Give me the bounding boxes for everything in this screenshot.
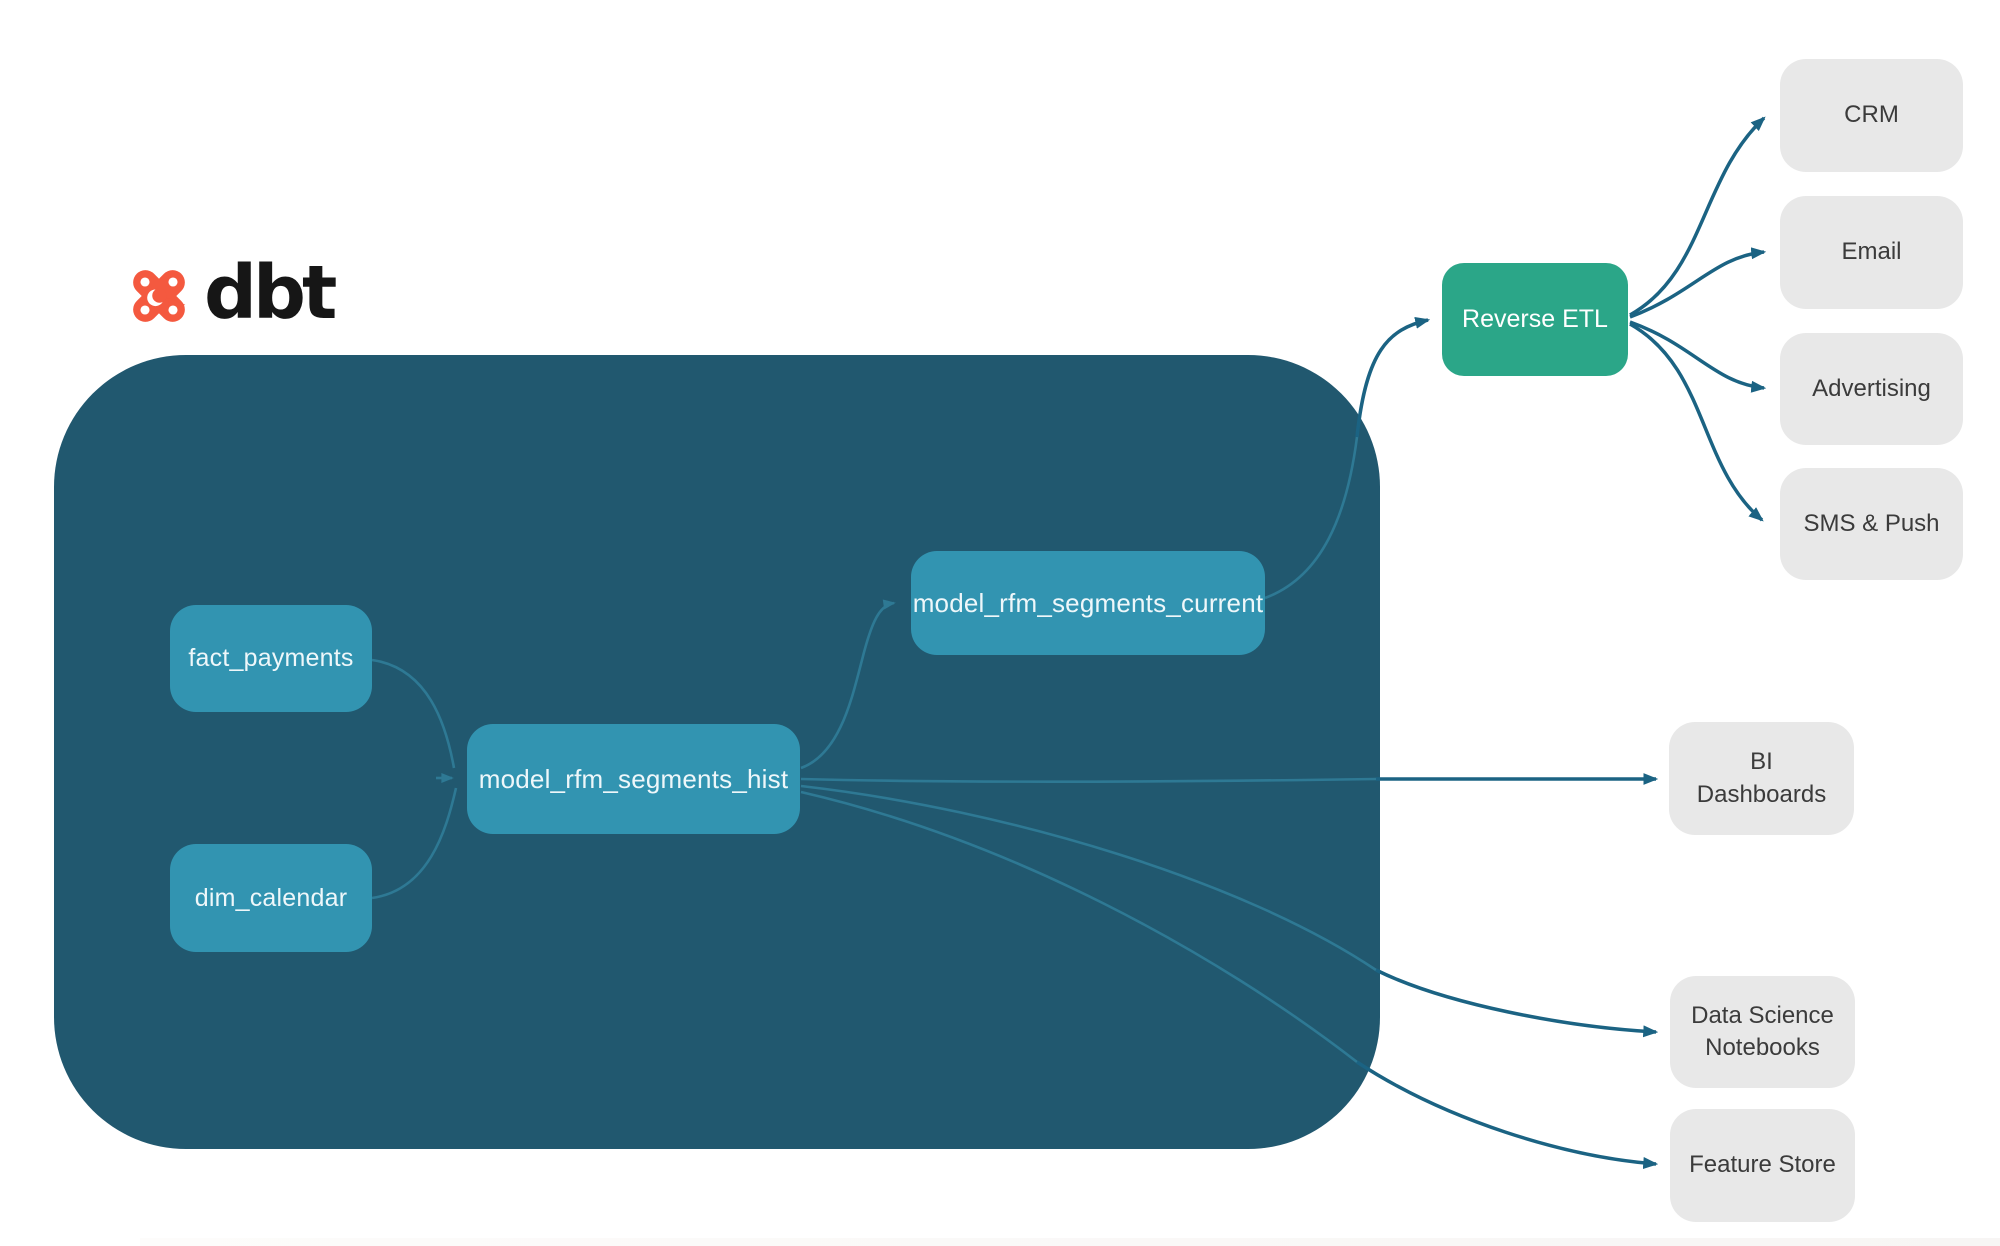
node-label: Feature Store xyxy=(1689,1151,1836,1179)
node-label: fact_payments xyxy=(188,644,354,672)
node-model-rfm-segments-hist: model_rfm_segments_hist xyxy=(467,724,800,834)
edge-current-to-reverse-etl xyxy=(1355,316,1431,438)
node-data-science-notebooks: Data Science Notebooks xyxy=(1670,976,1855,1088)
node-advertising: Advertising xyxy=(1780,333,1963,445)
node-label: Advertising xyxy=(1812,374,1931,402)
edge-reverse-etl-to-email xyxy=(1629,247,1767,319)
node-fact-payments: fact_payments xyxy=(170,605,372,712)
node-crm: CRM xyxy=(1780,59,1963,172)
node-label: model_rfm_segments_hist xyxy=(478,763,789,794)
bottom-edge-strip xyxy=(140,1238,2000,1246)
node-label: BI Dashboards xyxy=(1696,748,1827,808)
node-label: Email xyxy=(1841,238,1902,266)
node-email: Email xyxy=(1780,196,1963,309)
node-label: Data Science Notebooks xyxy=(1691,1001,1834,1061)
edge-reverse-etl-to-advertising xyxy=(1629,320,1767,393)
node-model-rfm-segments-current: model_rfm_segments_current xyxy=(911,551,1265,655)
dbt-wordmark: dbt xyxy=(204,250,337,336)
node-label: Reverse ETL xyxy=(1462,305,1608,333)
edge-reverse-etl-to-crm xyxy=(1629,116,1766,317)
node-sms-push: SMS & Push xyxy=(1780,468,1963,580)
node-dim-calendar: dim_calendar xyxy=(170,844,372,952)
node-feature-store: Feature Store xyxy=(1670,1109,1855,1222)
node-bi-dashboards: BI Dashboards xyxy=(1669,722,1854,835)
dbt-star-icon xyxy=(124,258,194,334)
node-reverse-etl: Reverse ETL xyxy=(1442,263,1628,376)
node-label: model_rfm_segments_current xyxy=(912,587,1264,618)
node-label: SMS & Push xyxy=(1803,509,1940,537)
edge-hist-to-feature-store xyxy=(1356,1060,1659,1170)
dbt-logo: dbt xyxy=(124,250,337,336)
edge-reverse-etl-to-sms-push xyxy=(1629,322,1764,522)
node-label: dim_calendar xyxy=(194,883,348,912)
node-label: CRM xyxy=(1844,101,1899,129)
edge-hist-to-notebooks xyxy=(1375,968,1659,1038)
